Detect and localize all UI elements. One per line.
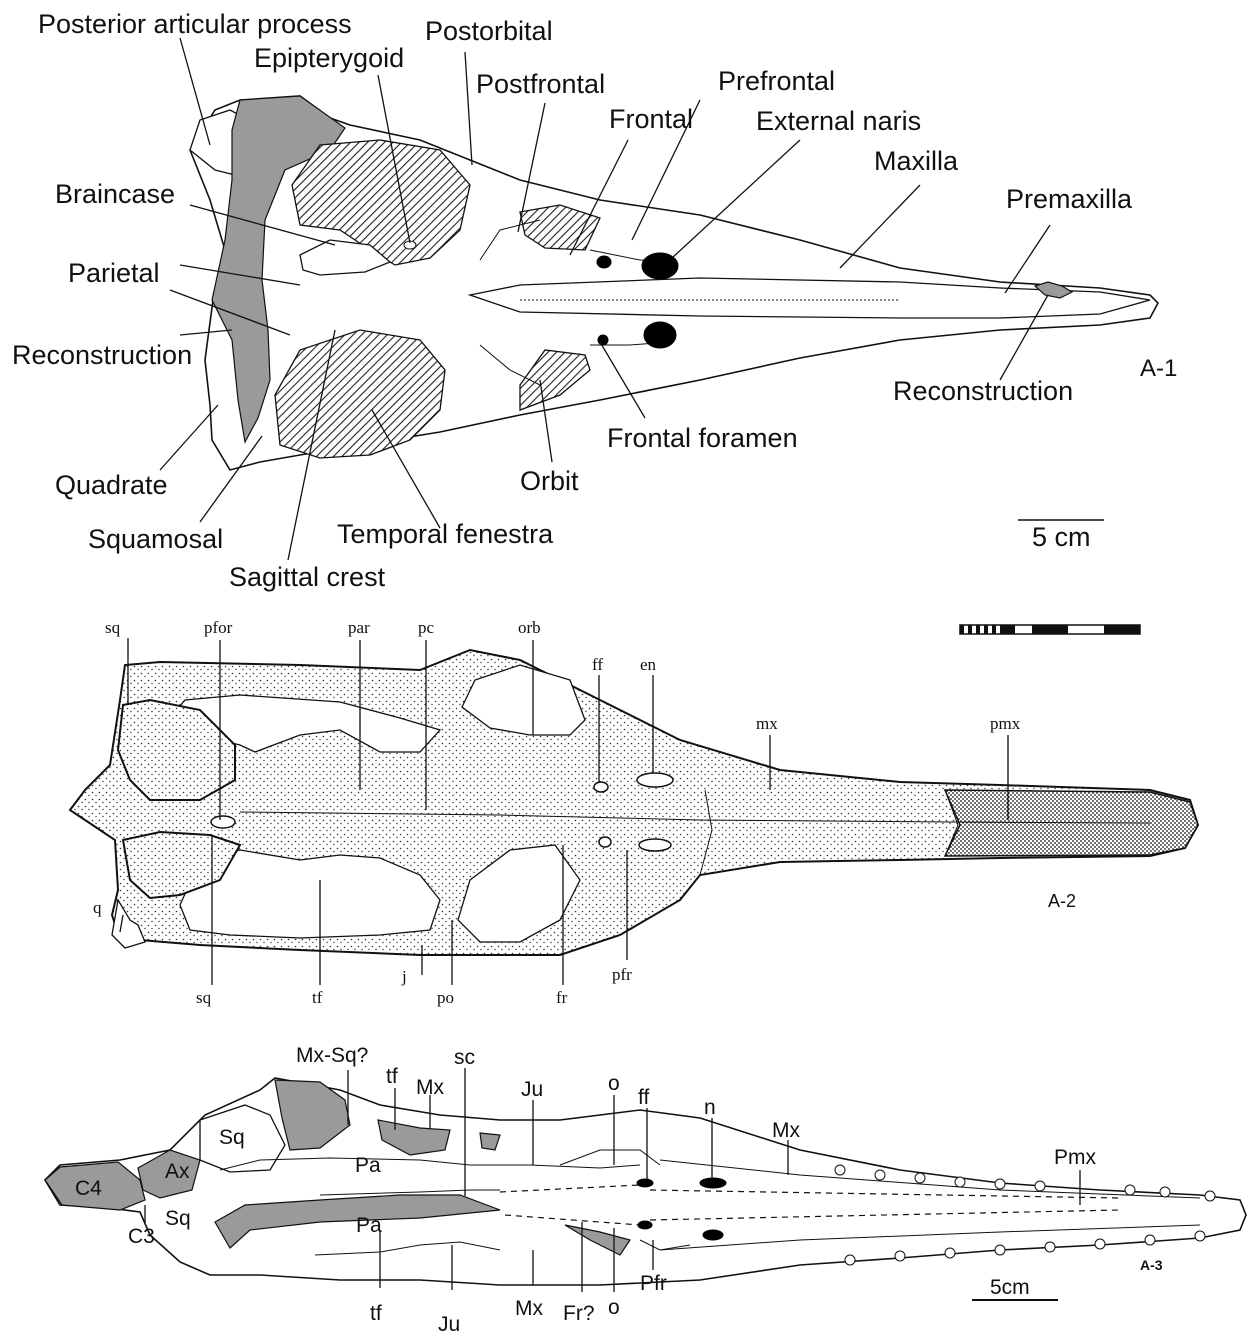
a3-label-mx-top-right: Mx bbox=[772, 1119, 800, 1142]
a1-label-parietal: Parietal bbox=[68, 258, 160, 288]
a2-scale-bar bbox=[960, 625, 1140, 634]
a3-naris-lower bbox=[703, 1230, 723, 1240]
a3-label-pmx: Pmx bbox=[1054, 1146, 1097, 1169]
a3-label-fr: Fr? bbox=[563, 1302, 595, 1325]
a3-label-sq-bottom: Sq bbox=[165, 1207, 191, 1230]
a2-label-tf: tf bbox=[312, 988, 323, 1007]
a2-label-pfr: pfr bbox=[612, 965, 632, 984]
a2-label-mx: mx bbox=[756, 714, 778, 733]
a1-label-postorbital: Postorbital bbox=[425, 16, 553, 46]
a1-label-reconstruction-right: Reconstruction bbox=[893, 376, 1073, 406]
a2-parietal-foramen bbox=[211, 816, 235, 828]
a3-label-tf-bottom: tf bbox=[370, 1302, 382, 1325]
panel-a2: sq pfor par pc orb ff en mx pmx q A-2 sq… bbox=[70, 618, 1198, 1007]
a3-naris-upper bbox=[700, 1178, 726, 1188]
a2-frontal-foramen-lower bbox=[599, 837, 611, 847]
a3-label-n: n bbox=[704, 1096, 716, 1119]
a2-label-j: j bbox=[401, 967, 407, 986]
a1-label-reconstruction-left: Reconstruction bbox=[12, 340, 192, 370]
a3-label-sq-top: Sq bbox=[219, 1126, 245, 1149]
a1-label-epipterygoid: Epipterygoid bbox=[254, 43, 404, 73]
a1-label-squamosal: Squamosal bbox=[88, 524, 223, 554]
a1-label-prefrontal: Prefrontal bbox=[718, 66, 835, 96]
a3-label-o-top: o bbox=[608, 1072, 620, 1095]
a1-label-frontal-foramen: Frontal foramen bbox=[607, 423, 798, 453]
a1-label-posterior-articular-process: Posterior articular process bbox=[38, 9, 352, 39]
panel-a1: Posterior articular process Postorbital … bbox=[12, 9, 1177, 592]
a2-panel-id: A-2 bbox=[1048, 891, 1076, 911]
a3-label-tf-top: tf bbox=[386, 1065, 398, 1088]
a2-label-fr: fr bbox=[556, 988, 568, 1007]
a1-scale-label: 5 cm bbox=[1032, 522, 1091, 552]
a3-label-pa-bottom: Pa bbox=[356, 1214, 382, 1237]
a1-label-external-naris: External naris bbox=[756, 106, 921, 136]
a2-label-pmx: pmx bbox=[990, 714, 1021, 733]
a2-label-pc: pc bbox=[418, 618, 435, 637]
a3-label-o-bottom: o bbox=[608, 1296, 620, 1319]
a1-frontal-foramen-upper bbox=[597, 256, 611, 268]
a3-ff-lower bbox=[638, 1221, 652, 1229]
a1-label-frontal: Frontal bbox=[609, 104, 693, 134]
a3-label-sc: sc bbox=[454, 1046, 475, 1069]
a2-label-q: q bbox=[93, 898, 102, 917]
a3-label-mx-sq: Mx-Sq? bbox=[296, 1044, 368, 1067]
a3-label-mx-bottom: Mx bbox=[515, 1297, 543, 1320]
a3-label-c4: C4 bbox=[75, 1177, 102, 1200]
a2-label-sq-top: sq bbox=[105, 618, 121, 637]
a3-label-ax: Ax bbox=[165, 1160, 190, 1183]
a1-temporal-fenestra-lower bbox=[275, 330, 445, 458]
a2-frontal-foramen-upper bbox=[594, 782, 608, 792]
a1-label-quadrate: Quadrate bbox=[55, 470, 168, 500]
a1-label-orbit: Orbit bbox=[520, 466, 579, 496]
a2-label-pfor: pfor bbox=[204, 618, 233, 637]
a3-panel-id: A-3 bbox=[1140, 1257, 1163, 1273]
a3-label-pa-top: Pa bbox=[355, 1154, 381, 1177]
a2-external-naris-lower bbox=[639, 839, 671, 851]
a2-label-par: par bbox=[348, 618, 370, 637]
a1-label-postfrontal: Postfrontal bbox=[476, 69, 605, 99]
a2-label-orb: orb bbox=[518, 618, 541, 637]
a1-label-temporal-fenestra: Temporal fenestra bbox=[337, 519, 554, 549]
a1-external-naris-lower bbox=[644, 322, 676, 348]
a3-label-ff: ff bbox=[638, 1086, 649, 1109]
a1-label-sagittal-crest: Sagittal crest bbox=[229, 562, 386, 592]
a1-label-maxilla: Maxilla bbox=[874, 146, 959, 176]
a3-label-ju-bottom: Ju bbox=[438, 1313, 460, 1336]
a1-panel-id: A-1 bbox=[1140, 355, 1177, 382]
a3-label-c3: C3 bbox=[128, 1225, 155, 1248]
a2-label-sq-bottom: sq bbox=[196, 988, 212, 1007]
a1-label-premaxilla: Premaxilla bbox=[1006, 184, 1133, 214]
panel-a3: Mx-Sq? sc tf Mx Ju o ff n Mx Sq Pa Pmx C… bbox=[45, 1044, 1246, 1336]
a1-frontal-foramen-lower bbox=[598, 335, 608, 345]
a3-label-mx-top-left: Mx bbox=[416, 1076, 444, 1099]
a2-label-po: po bbox=[437, 988, 454, 1007]
a3-label-pfr: Pfr bbox=[640, 1272, 667, 1295]
a1-label-braincase: Braincase bbox=[55, 179, 175, 209]
a3-ff-upper bbox=[637, 1179, 653, 1187]
a3-label-ju-top: Ju bbox=[521, 1078, 543, 1101]
a3-scale-label: 5cm bbox=[990, 1276, 1030, 1299]
a2-label-en: en bbox=[640, 655, 657, 674]
a2-external-naris-upper bbox=[637, 773, 673, 787]
a2-label-ff: ff bbox=[592, 655, 603, 674]
